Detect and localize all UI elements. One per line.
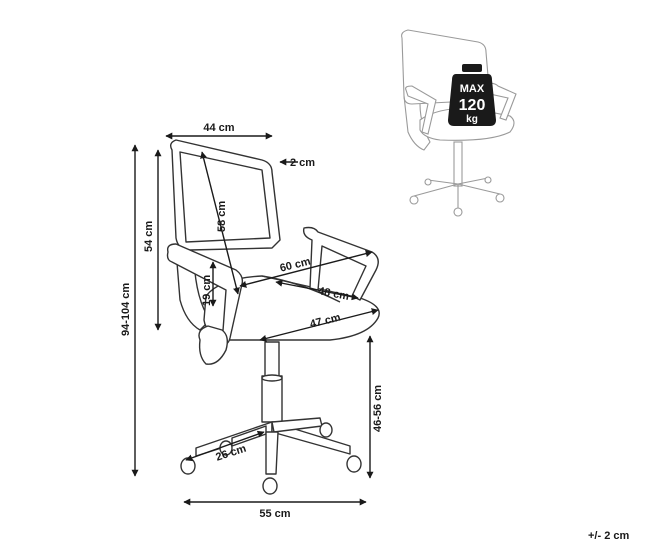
label-base-diameter: 55 cm bbox=[259, 508, 290, 520]
chair-drawing bbox=[166, 139, 380, 495]
max-load-unit: kg bbox=[466, 114, 478, 125]
max-load-value: 120 bbox=[459, 97, 486, 114]
label-width-back: 44 cm bbox=[203, 122, 234, 134]
dimension-lines bbox=[131, 132, 379, 506]
label-backrest-height: 58 cm bbox=[216, 201, 228, 232]
max-load-label: MAX bbox=[460, 83, 485, 95]
mechanism bbox=[198, 325, 229, 365]
tolerance-note: +/- 2 cm bbox=[588, 530, 630, 542]
label-seat-height: 46-56 cm bbox=[372, 385, 384, 432]
gas-lift bbox=[264, 341, 280, 379]
weight-icon: MAX 120 kg bbox=[448, 64, 496, 126]
label-frame-thickness: 2 cm bbox=[290, 157, 315, 169]
label-total-height: 94-104 cm bbox=[120, 283, 132, 336]
label-back-height: 54 cm bbox=[143, 221, 155, 252]
label-armrest-height: 19 cm bbox=[201, 275, 213, 306]
label-seat-depth: 48 cm bbox=[317, 285, 350, 303]
